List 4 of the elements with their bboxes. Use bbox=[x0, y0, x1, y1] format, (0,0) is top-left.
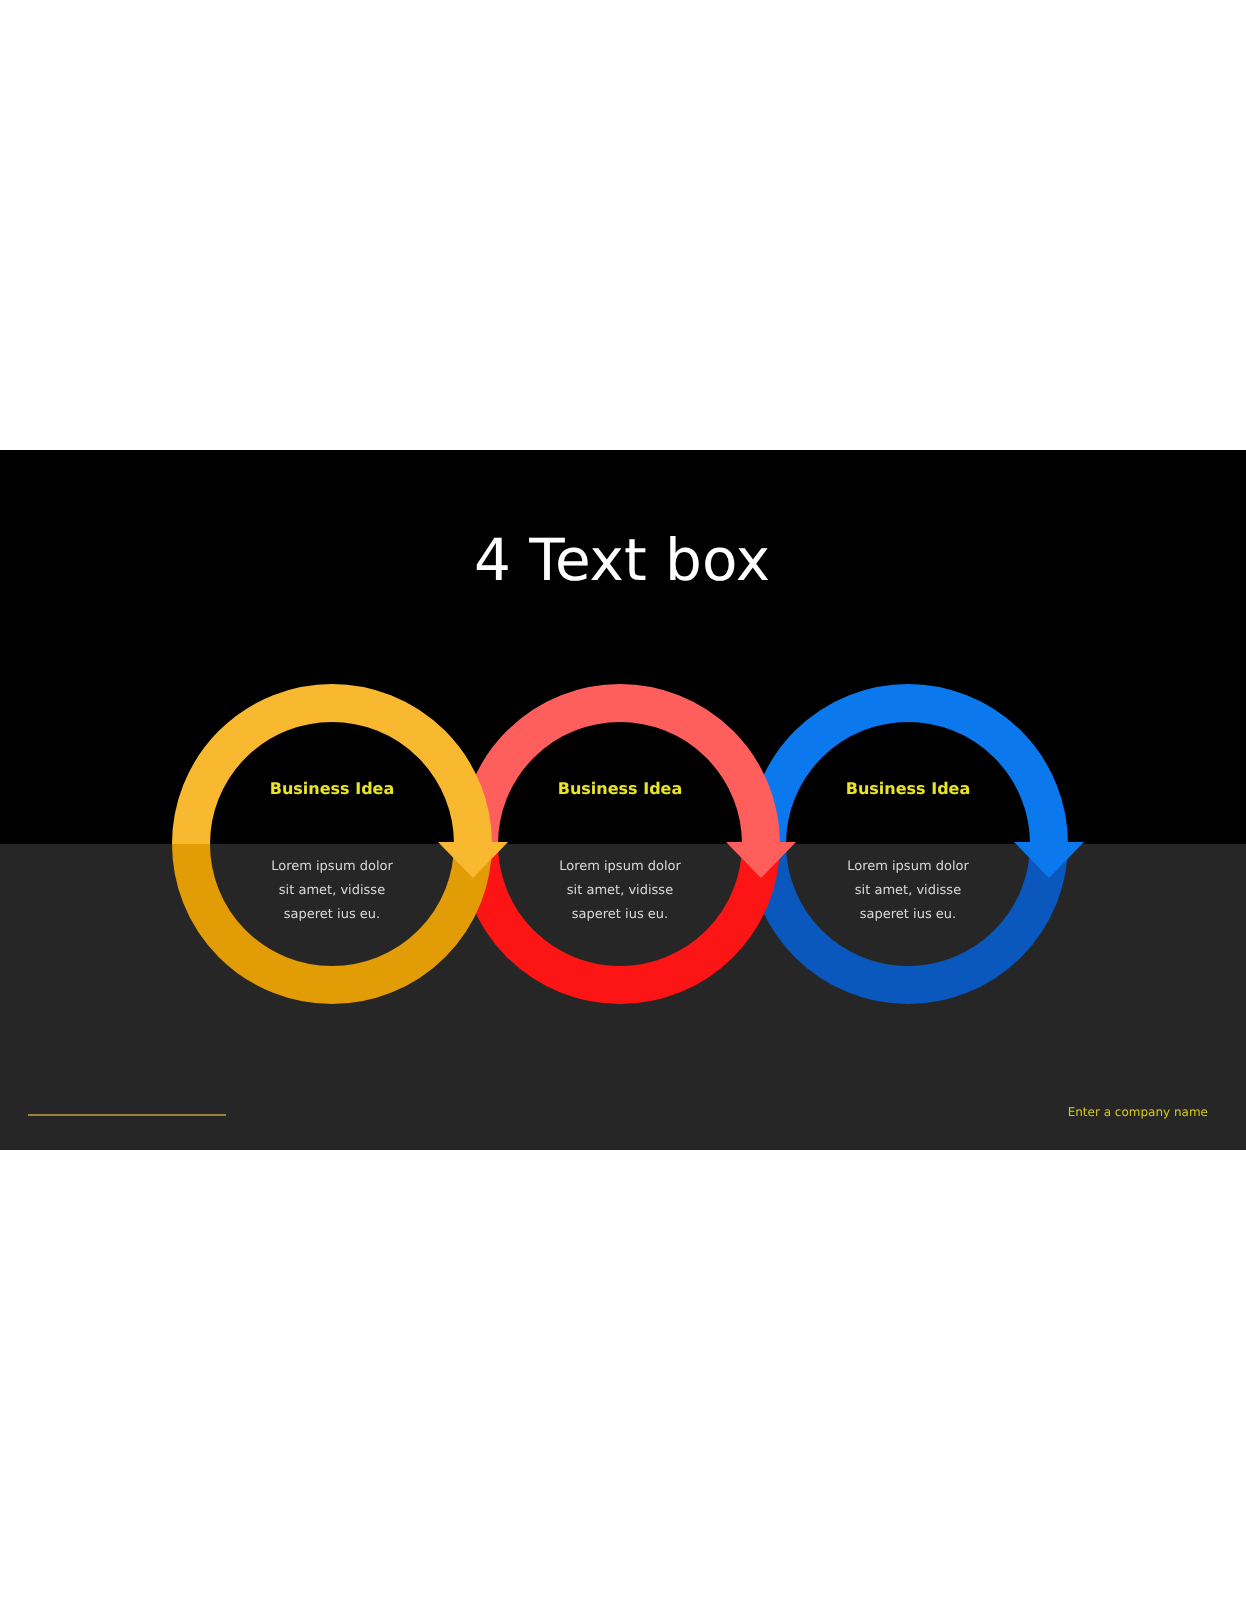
heading-text: Business Idea bbox=[269, 778, 395, 800]
heading-text: Business Idea bbox=[845, 778, 971, 800]
slide-title: 4 Text box bbox=[474, 524, 770, 596]
heading-text: Business Idea bbox=[557, 778, 683, 800]
